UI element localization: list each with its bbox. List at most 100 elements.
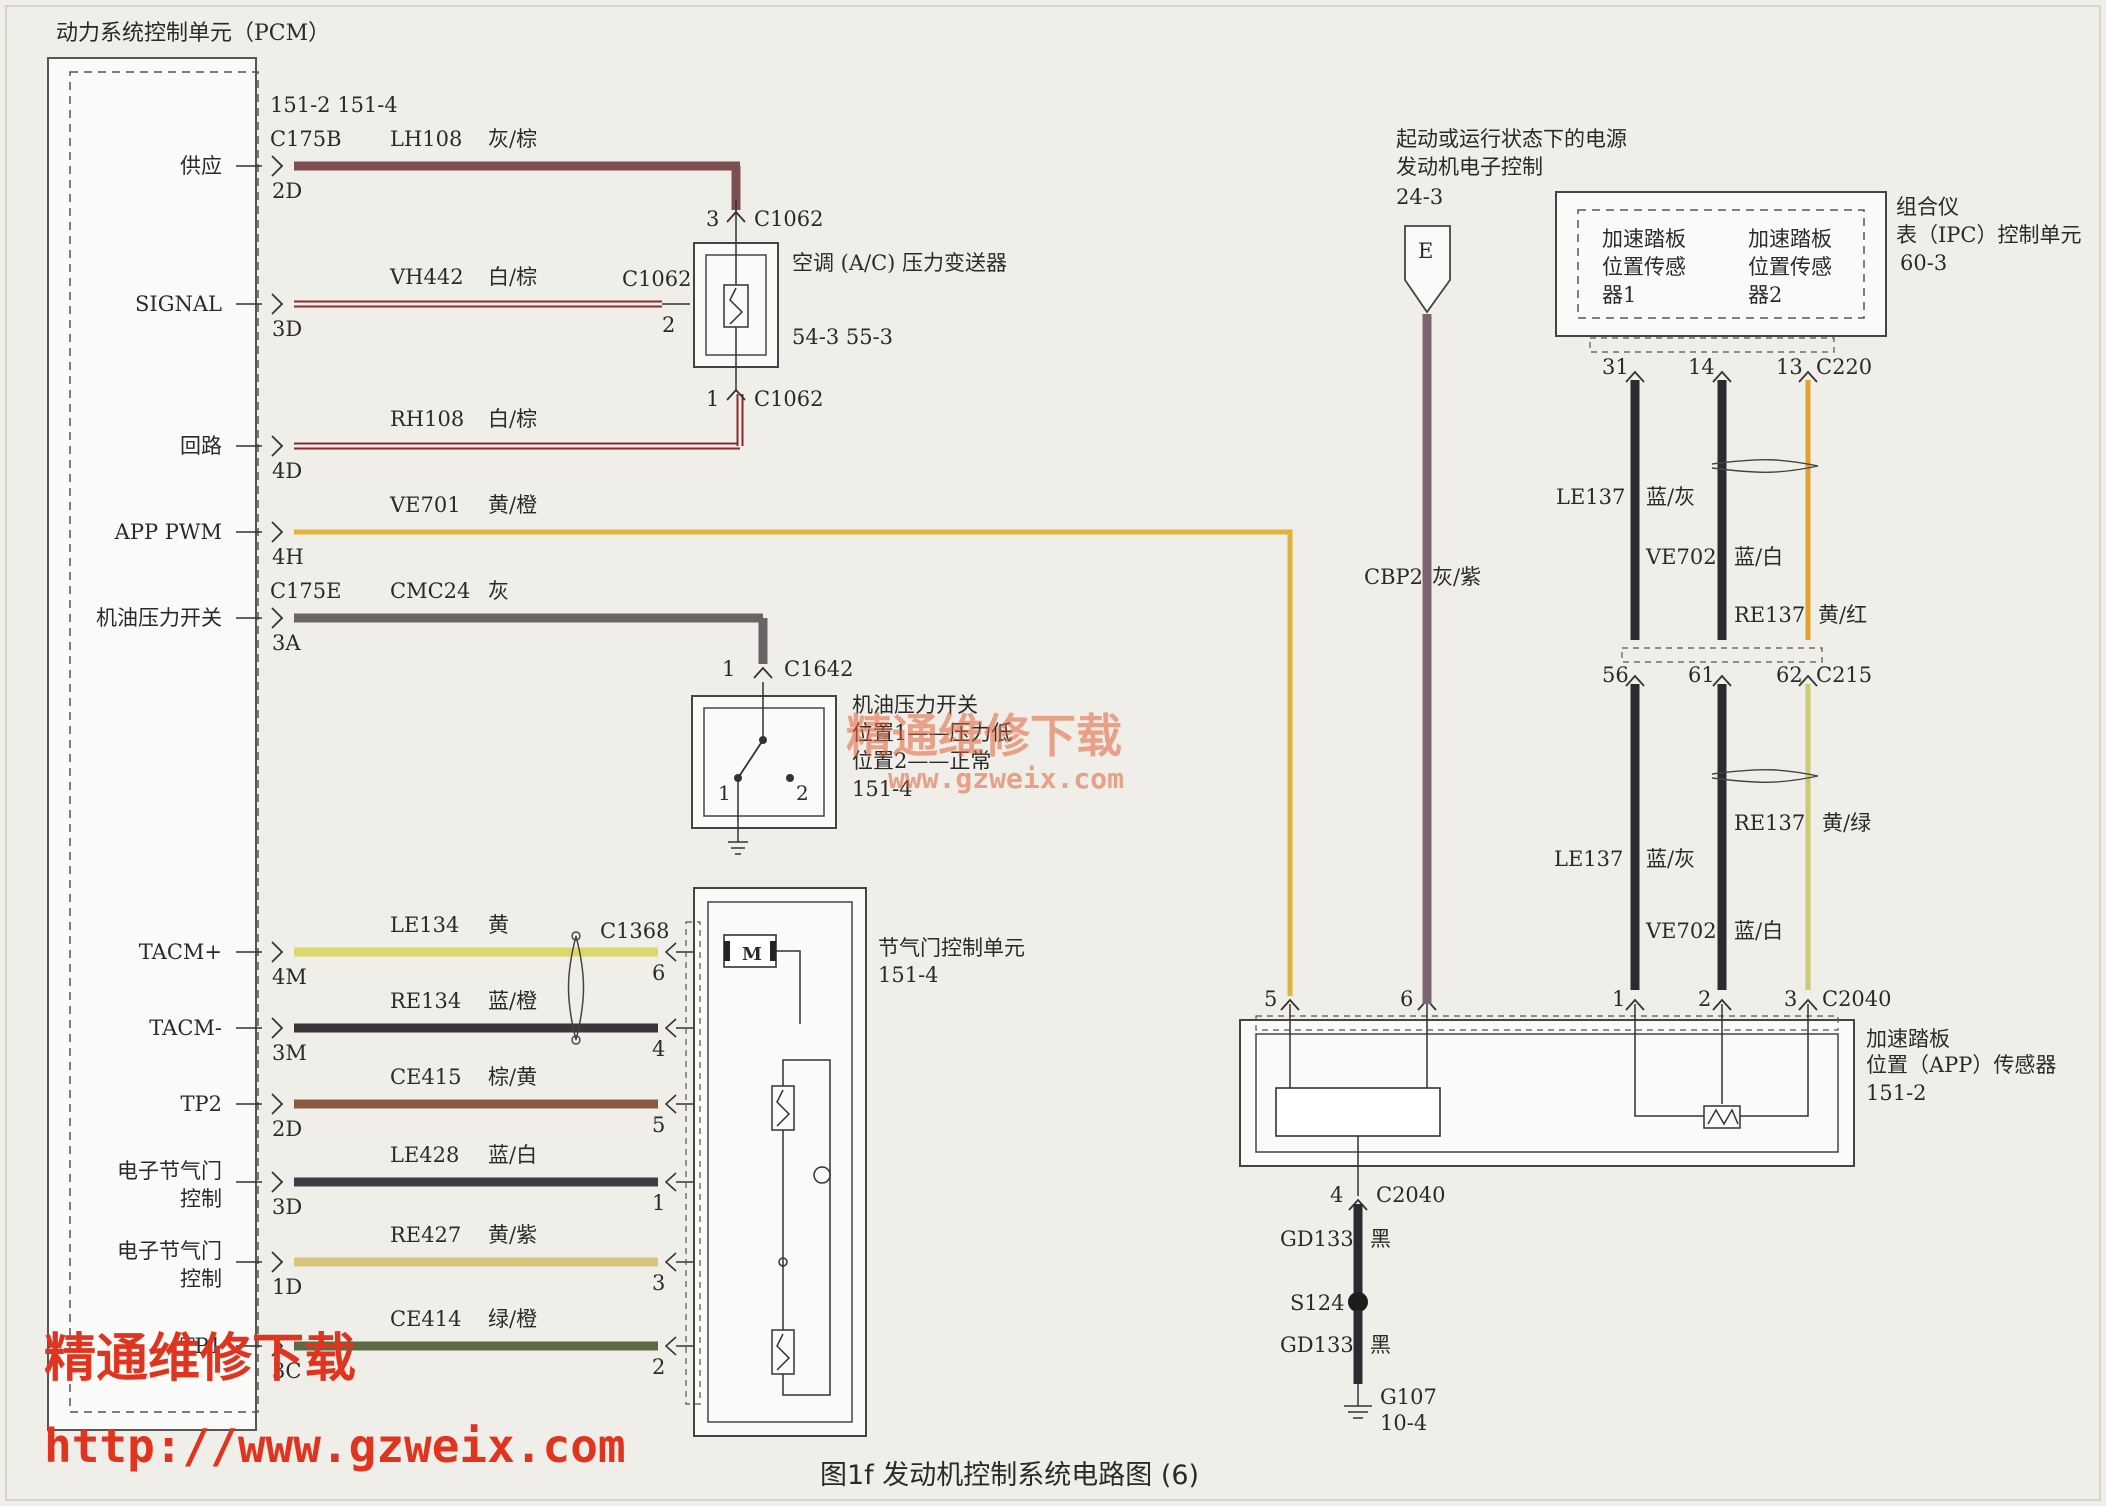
gd133-wire-b: GD133	[1280, 1333, 1354, 1357]
wire-color-label: 黄	[488, 913, 509, 937]
pin-number: 2D	[272, 1117, 302, 1141]
ac-sensor-title: 空调 (A/C) 压力变送器	[792, 251, 1007, 275]
connector-chevron	[271, 1335, 284, 1357]
connector-chevron	[271, 607, 284, 629]
app-sensor: 加速踏板 位置（APP）传感器 151-2 5 6 1 2 3 C2040	[1239, 987, 2056, 1167]
wire-id-label: VH442	[389, 265, 464, 289]
wire-color-label: 灰	[488, 579, 509, 603]
watermark-center-url: www.gzweix.com	[888, 762, 1124, 795]
c2040-chevron	[1798, 998, 1818, 1011]
ipc-s2-l3: 器2	[1748, 283, 1782, 307]
throttle-chevron	[664, 1172, 677, 1192]
wire-id-label: LE134	[390, 913, 459, 937]
throttle-control-unit: M 节气门控制单元 151-4 C1368	[600, 887, 1025, 1437]
twisted-pair-marker	[567, 931, 585, 1045]
c2040-pin-2: 2	[1698, 987, 1711, 1011]
connector-chevron	[271, 155, 284, 177]
wire-id-label: RE134	[390, 989, 461, 1013]
pin-label: 回路	[180, 434, 222, 458]
pin-connector: C175E	[270, 579, 341, 603]
pin-label: 供应	[180, 154, 222, 178]
c2040-pin-6: 6	[1400, 987, 1413, 1011]
ipc-s2-l1: 加速踏板	[1748, 227, 1832, 251]
ac-conn-mid: C1062	[622, 267, 692, 291]
pin-number: 3A	[272, 631, 301, 655]
lower-wire-re137: RE137	[1734, 811, 1805, 835]
ipc-wire-le137: LE137	[1556, 485, 1625, 509]
c215-chevron	[1625, 674, 1645, 687]
c2040-chevron	[1712, 998, 1732, 1011]
ipc-ref: 60-3	[1900, 251, 1947, 275]
wire-id-label: RH108	[390, 407, 464, 431]
c2040-pin-3: 3	[1784, 987, 1797, 1011]
ac-pressure-sensor: 空调 (A/C) 压力变送器 54-3 55-3 C1062 3 C1062 2…	[622, 200, 1007, 411]
figure-caption: 图1f 发动机控制系统电路图 (6)	[820, 1460, 1199, 1491]
switch-contact-1: 1	[718, 781, 731, 805]
wire-id-label: VE701	[389, 493, 461, 517]
c220-pin-14: 14	[1688, 355, 1715, 379]
ipc-color-re137: 黄/红	[1818, 603, 1867, 627]
pin-label: APP PWM	[114, 520, 222, 544]
watermark-bottom: 精通维修下载 http://www.gzweix.com	[44, 1329, 626, 1473]
connector-chevron	[271, 293, 284, 315]
pin-number: 3C	[272, 1359, 301, 1383]
c215-chevron	[1712, 674, 1732, 687]
ac-conn-bot: C1062	[754, 387, 824, 411]
connector-chevron	[271, 941, 284, 963]
c215-pin-61: 61	[1688, 663, 1715, 687]
oil-switch-line1: 机油压力开关	[852, 693, 978, 717]
throttle-chevron	[664, 1018, 677, 1038]
ipc-wires: LE137 蓝/灰 VE702 蓝/白 RE137 黄/红 56 61 62 C…	[1554, 380, 1872, 990]
throttle-pin-number: 2	[652, 1355, 665, 1379]
splice-label: S124	[1290, 1291, 1344, 1315]
throttle-chevron	[664, 1336, 677, 1356]
throttle-pin-number: 4	[652, 1037, 665, 1061]
ground-pin: 4	[1330, 1183, 1343, 1207]
pin-number: 1D	[272, 1275, 302, 1299]
pcm-connector-refs: 151-2 151-4	[270, 93, 398, 117]
throttle-chevron	[664, 1252, 677, 1272]
app-ref: 151-2	[1866, 1081, 1927, 1105]
pin-label: 电子节气门	[117, 1239, 222, 1263]
throttle-chevron	[664, 1094, 677, 1114]
oil-switch-pin: 1	[722, 657, 735, 681]
throttle-pin-number: 5	[652, 1113, 665, 1137]
wire-color-label: 蓝/橙	[488, 989, 537, 1013]
lower-color-le137: 蓝/灰	[1646, 847, 1695, 871]
ipc-wire-ve702: VE702	[1645, 545, 1717, 569]
ac-pin-top: 3	[706, 207, 719, 231]
throttle-title: 节气门控制单元	[878, 936, 1025, 960]
wire-color-label: 白/棕	[488, 407, 537, 431]
wire-id-label: CE415	[390, 1065, 461, 1089]
throttle-chevron	[664, 942, 677, 962]
pin-label-line2: 控制	[180, 1267, 222, 1291]
power-letter: E	[1418, 239, 1433, 263]
pin-label: SIGNAL	[135, 292, 222, 316]
wire-id-label: CMC24	[390, 579, 470, 603]
c220-chevron	[1625, 370, 1645, 383]
ac-sensor-refs: 54-3 55-3	[792, 325, 893, 349]
oil-switch-conn: C1642	[784, 657, 854, 681]
splice-s124	[1348, 1292, 1368, 1312]
c220-conn: C220	[1816, 355, 1872, 379]
pin-label: TACM-	[149, 1016, 222, 1040]
wire-color-label: 灰/棕	[488, 127, 537, 151]
wire-id-label: LE428	[390, 1143, 459, 1167]
ipc-wire-re137: RE137	[1734, 603, 1805, 627]
switch-contact-2: 2	[796, 781, 809, 805]
app-title1: 加速踏板	[1866, 1027, 1950, 1051]
watermark-bottom-cn: 精通维修下载	[44, 1329, 356, 1389]
pin-label-line2: 控制	[180, 1187, 222, 1211]
c215-chevron	[1798, 674, 1818, 687]
ground-ref: 10-4	[1380, 1411, 1427, 1435]
wire-color-label: 蓝/白	[488, 1143, 537, 1167]
cbp2-color-label: 灰/紫	[1432, 565, 1481, 589]
wire-color-label: 绿/橙	[488, 1307, 537, 1331]
connector-chevron	[271, 1093, 284, 1115]
lower-color-ve702: 蓝/白	[1734, 919, 1783, 943]
wire-color-label: 黄/橙	[488, 493, 537, 517]
cbp2-wire-label: CBP2	[1364, 565, 1423, 589]
pin-number: 4D	[272, 459, 302, 483]
ground-path: 4 C2040 GD133 黑 S124 GD133 黑 G107 10-4	[1280, 1136, 1446, 1435]
connector-chevron	[271, 521, 284, 543]
